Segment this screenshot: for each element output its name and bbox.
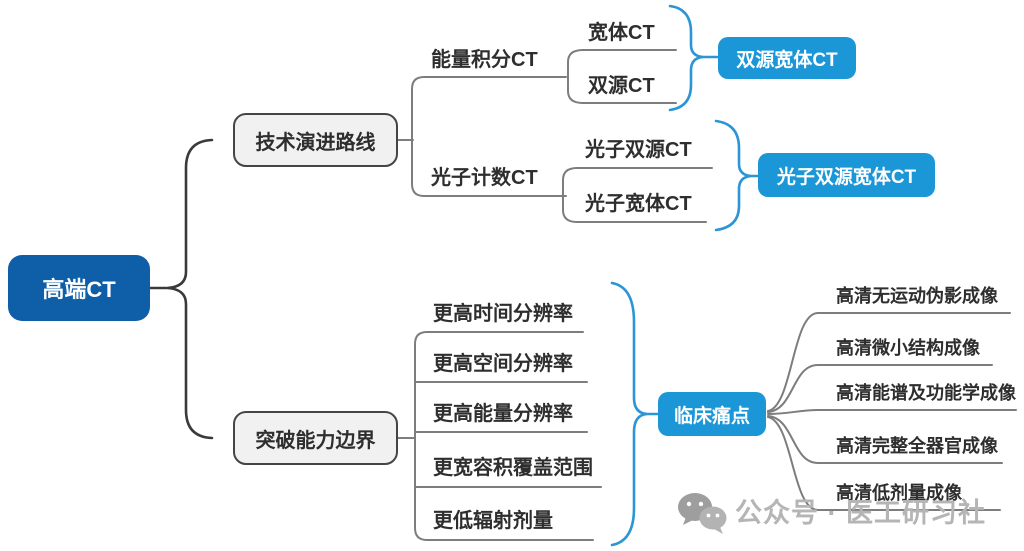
node-capability-item: 更高时间分辨率 — [433, 303, 573, 325]
node-clinical-item: 高清无运动伪影成像 — [836, 286, 998, 306]
node-tech-branch-label: 技术演进路线 — [255, 131, 376, 154]
node-dual-source-wide-ct: 双源宽体CT — [718, 37, 856, 79]
node-photon-ct: 光子计数CT — [431, 167, 538, 189]
node-capability-branch: 突破能力边界 — [233, 411, 398, 465]
node-root: 高端CT — [8, 255, 150, 321]
node-capability-item: 更宽容积覆盖范围 — [433, 457, 593, 479]
watermark-text: 公众号 · 医工研习社 — [735, 498, 986, 528]
node-photon-dual-ct: 光子双源CT — [585, 139, 692, 161]
node-photon-wide-ct: 光子宽体CT — [585, 193, 692, 215]
root-brace — [166, 138, 214, 440]
node-capability-item: 更低辐射剂量 — [433, 510, 553, 532]
node-wide-body-ct: 宽体CT — [588, 22, 655, 44]
node-clinical-item: 高清完整全器官成像 — [836, 436, 998, 456]
wechat-icon — [678, 493, 727, 534]
node-energy-ct: 能量积分CT — [431, 49, 538, 71]
node-clinical-item: 高清低剂量成像 — [836, 483, 962, 503]
node-photon-dual-wide-ct: 光子双源宽体CT — [758, 153, 935, 197]
node-capability-item: 更高空间分辨率 — [433, 353, 573, 375]
node-photon-dual-wide-ct-label: 光子双源宽体CT — [776, 166, 917, 188]
node-clinical-item: 高清能谱及功能学成像 — [836, 383, 1016, 403]
energy-result-brace — [668, 4, 704, 112]
node-capability-branch-label: 突破能力边界 — [255, 429, 376, 452]
photon-result-brace — [714, 119, 752, 232]
node-dual-source-wide-ct-label: 双源宽体CT — [736, 49, 838, 71]
node-clinical-item: 高清微小结构成像 — [836, 338, 980, 358]
node-root-label: 高端CT — [42, 277, 116, 302]
node-capability-item: 更高能量分辨率 — [433, 403, 573, 425]
node-clinical-pain-point: 临床痛点 — [658, 392, 766, 436]
node-dual-source-ct: 双源CT — [588, 75, 655, 97]
node-clinical-pain-point-label: 临床痛点 — [673, 405, 750, 427]
clinical-brace — [610, 281, 648, 547]
node-tech-branch: 技术演进路线 — [233, 113, 398, 167]
